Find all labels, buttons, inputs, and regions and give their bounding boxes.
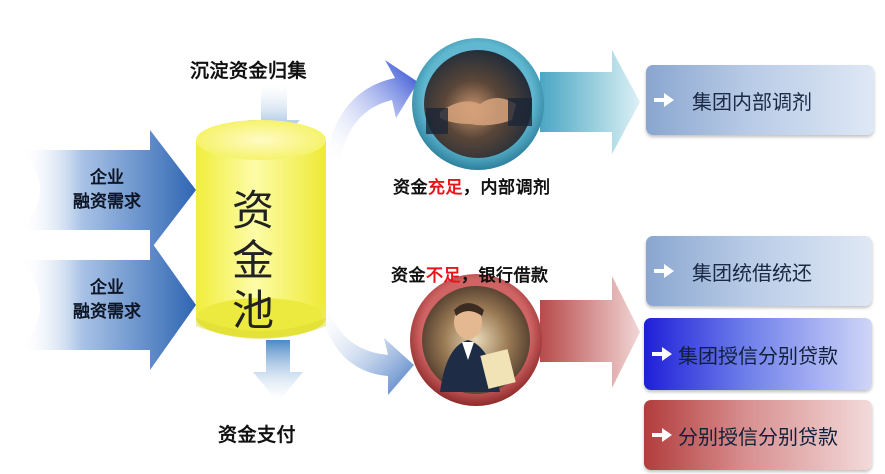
demand-line-1: 企业 — [90, 278, 124, 298]
outflow-label: 资金支付 — [218, 424, 297, 446]
arrow-bar — [652, 433, 662, 437]
box-separate-credit: 分别授信分别贷款 — [644, 400, 872, 470]
demand-line-1: 企业 — [90, 168, 124, 188]
shortage-curve-arrow — [320, 300, 414, 395]
shortage-big-arrow — [540, 276, 640, 388]
box-text: 集团统借统还 — [692, 260, 812, 285]
pool-char: 资 — [231, 186, 274, 235]
demand-label-lower: 企业 融资需求 — [52, 276, 162, 324]
box-unified-borrow: 集团统借统还 — [646, 236, 872, 306]
box-group-credit: 集团授信分别贷款 — [644, 318, 872, 390]
surplus-curve-arrow — [326, 60, 418, 160]
box-text: 集团内部调剂 — [692, 89, 812, 114]
handshake-photo-icon — [412, 38, 544, 170]
shortage-prefix: 资金 — [391, 266, 426, 286]
demand-arrow-upper — [20, 130, 196, 250]
fund-pool-label: 资 金 池 — [231, 186, 275, 336]
box-internal-adjust: 集团内部调剂 — [646, 65, 874, 135]
demand-line-2: 融资需求 — [73, 192, 141, 212]
box-text: 分别授信分别贷款 — [678, 424, 838, 449]
box-text: 集团授信分别贷款 — [678, 343, 838, 368]
arrow-bar — [652, 352, 662, 356]
inflow-label: 沉淀资金归集 — [190, 60, 308, 82]
pool-char: 池 — [231, 286, 274, 335]
demand-line-2: 融资需求 — [73, 302, 141, 322]
arrow-right-icon — [662, 428, 672, 442]
surplus-label: 资金充足，内部调剂 — [393, 173, 551, 198]
arrow-bar — [654, 98, 664, 102]
demand-label-upper: 企业 融资需求 — [52, 166, 162, 214]
arrow-bar — [654, 269, 664, 273]
surplus-prefix: 资金 — [393, 178, 428, 198]
outflow-arrow — [253, 340, 303, 402]
businessman-photo-icon — [410, 274, 542, 406]
shortage-label: 资金不足，银行借款 — [391, 261, 549, 286]
pool-char: 金 — [231, 236, 274, 285]
shortage-keyword: 不足 — [426, 266, 461, 286]
shortage-suffix: ，银行借款 — [461, 266, 549, 286]
arrow-right-icon — [664, 264, 674, 278]
surplus-big-arrow — [540, 50, 640, 154]
fund-pool-cylinder — [196, 120, 326, 339]
demand-arrow-lower — [20, 240, 196, 370]
surplus-keyword: 充足 — [428, 178, 463, 198]
arrow-right-icon — [664, 93, 674, 107]
surplus-suffix: ，内部调剂 — [463, 178, 551, 198]
arrow-right-icon — [662, 347, 672, 361]
